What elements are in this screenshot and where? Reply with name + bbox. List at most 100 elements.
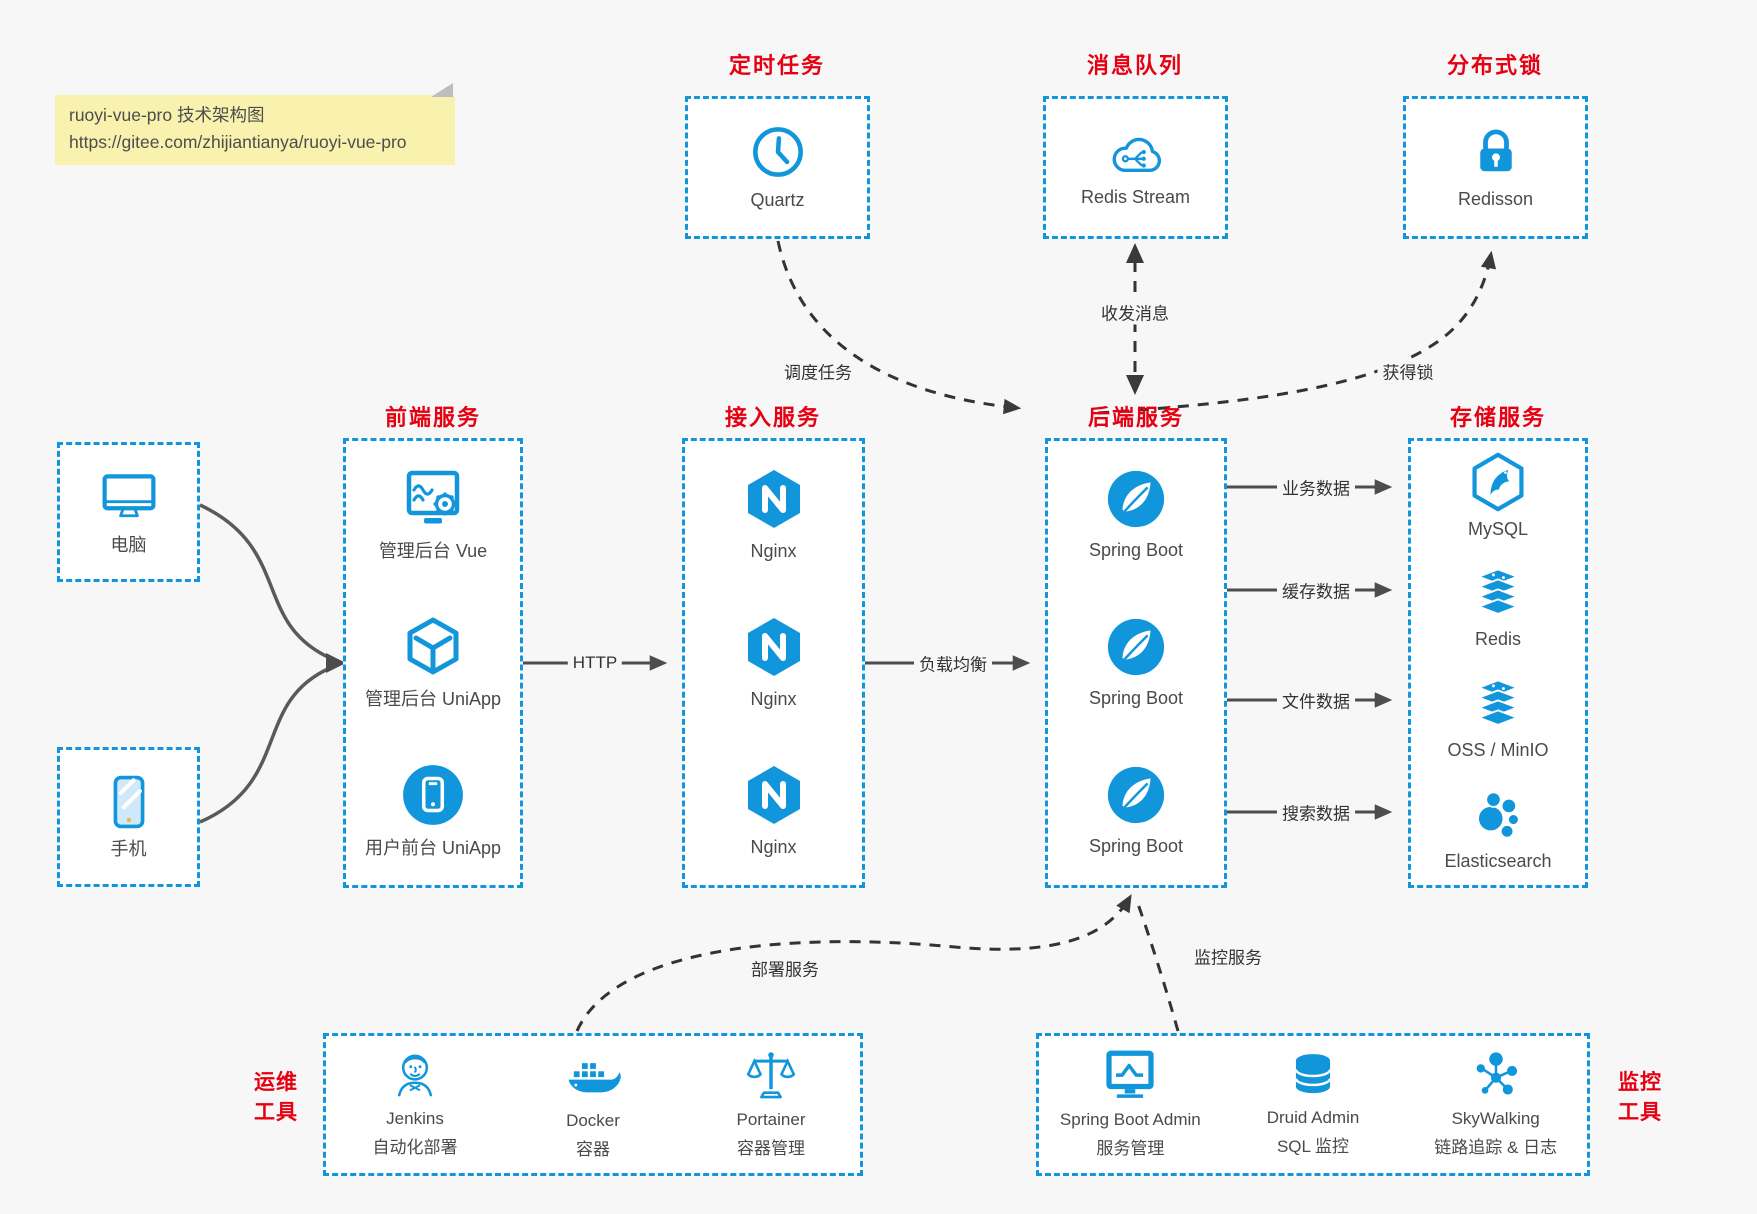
nginx-icon (747, 765, 800, 824)
phone-icon (113, 775, 144, 829)
edge-monitor (1135, 900, 1180, 1032)
edge-label-schedule: 调度任务 (779, 358, 857, 384)
item-name: Jenkins (386, 1108, 444, 1128)
cloud-mq-icon (1112, 137, 1161, 172)
edge-phone-frontend (199, 666, 331, 824)
edge-lock (1097, 250, 1497, 415)
lock-icon (1479, 129, 1512, 172)
item-label: MySQL (1467, 518, 1528, 539)
ops-item-jenkins: Jenkins 自动化部署 (326, 1049, 504, 1160)
note-url: https://gitee.com/zhijiantianya/ruoyi-vu… (69, 132, 407, 153)
storage-item-oss-minio: OSS / MinIO (1447, 663, 1549, 774)
box-ops-tools: Jenkins 自动化部署 Docker 容器 (323, 1033, 863, 1176)
item-label: Nginx (750, 540, 797, 561)
ops-tools-side-label: 运维 工具 (240, 1068, 312, 1129)
edge-deploy (575, 894, 1132, 1032)
arrowhead-message-down (1126, 375, 1144, 395)
computer-icon (102, 474, 155, 517)
item-name: Spring Boot Admin (1059, 1109, 1201, 1129)
item-desc: 服务管理 (1096, 1138, 1165, 1158)
item-name: Docker (566, 1110, 620, 1130)
monitoring-side-label: 监控 工具 (1604, 1068, 1676, 1129)
box-gateway-services: Nginx Nginx Nginx (682, 438, 865, 888)
edge-label-lock: 获得锁 (1377, 358, 1439, 384)
sticky-note: ruoyi-vue-pro 技术架构图 https://gitee.com/zh… (55, 83, 455, 166)
storage-item-elasticsearch: Elasticsearch (1444, 774, 1552, 885)
admin-dashboard-icon (406, 470, 460, 524)
monitoring-item-sba: Spring Boot Admin 服务管理 (1039, 1048, 1222, 1161)
item-label: 管理后台 UniApp (364, 688, 502, 709)
edge-label-deploy: 部署服务 (746, 955, 824, 981)
item-label: OSS / MinIO (1447, 739, 1549, 760)
box-quartz: Quartz (685, 96, 870, 239)
note-fold-corner (431, 83, 453, 97)
title-distributed-lock: 分布式锁 (1446, 53, 1544, 78)
box-computer: 电脑 (57, 442, 200, 582)
backend-item-springboot-1: Spring Boot (1089, 441, 1183, 589)
note-title: ruoyi-vue-pro 技术架构图 (69, 105, 265, 125)
uniapp-cube-icon (407, 617, 459, 675)
edge-label-cache-data: 缓存数据 (1277, 577, 1355, 603)
item-name: SkyWalking (1451, 1108, 1540, 1128)
ops-item-docker: Docker 容器 (504, 1047, 682, 1162)
item-name: Portainer (736, 1109, 806, 1129)
item-label: Spring Boot (1088, 687, 1184, 708)
redis-stream-label: Redis Stream (1080, 186, 1191, 207)
item-label: Spring Boot (1088, 539, 1184, 560)
redis-icon (1476, 568, 1520, 615)
spring-boot-icon (1107, 618, 1165, 675)
arrowhead-message-up (1126, 243, 1144, 263)
item-desc: 链路追踪 & 日志 (1434, 1137, 1558, 1157)
backend-item-springboot-3: Spring Boot (1089, 737, 1183, 885)
mysql-icon (1472, 452, 1524, 512)
monitoring-item-skywalking: SkyWalking 链路追踪 & 日志 (1404, 1049, 1587, 1160)
box-redis-stream: Redis Stream (1043, 96, 1228, 239)
title-scheduled-tasks: 定时任务 (728, 53, 826, 78)
edge-computer-frontend (199, 503, 331, 660)
storage-item-redis: Redis (1469, 552, 1527, 663)
item-label: Redis (1474, 628, 1522, 649)
nginx-icon (747, 469, 800, 528)
backend-item-springboot-2: Spring Boot (1089, 589, 1183, 737)
item-desc: 容器管理 (737, 1138, 805, 1158)
edge-label-business-data: 业务数据 (1277, 474, 1355, 500)
item-desc: 自动化部署 (372, 1137, 458, 1157)
oss-minio-icon (1476, 679, 1520, 726)
box-backend-services: Spring Boot Spring Boot Spring Boot (1045, 438, 1227, 888)
gear-icon (433, 492, 457, 516)
edge-label-search-data: 搜索数据 (1277, 799, 1355, 825)
ops-label-line1: 运维 (254, 1071, 298, 1094)
monitoring-label-line2: 工具 (1618, 1101, 1662, 1125)
frontend-item-admin-vue: 管理后台 Vue (379, 441, 487, 589)
storage-item-mysql: MySQL (1468, 441, 1528, 552)
monitoring-label-line1: 监控 (1618, 1071, 1662, 1094)
frontend-item-admin-uniapp: 管理后台 UniApp (365, 589, 501, 737)
arrowhead-frontend (326, 653, 346, 673)
title-frontend: 前端服务 (384, 405, 482, 430)
spring-boot-icon (1107, 766, 1165, 823)
item-desc: 容器 (576, 1139, 610, 1159)
box-storage-services: MySQL Redis OSS / MinIO (1408, 438, 1588, 888)
title-storage: 存储服务 (1449, 405, 1547, 430)
clock-icon (752, 126, 803, 177)
skywalking-network-icon (1476, 1052, 1517, 1095)
ops-item-portainer: Portainer 容器管理 (682, 1048, 860, 1161)
portainer-scales-icon (746, 1052, 796, 1099)
redisson-label: Redisson (1457, 188, 1534, 209)
docker-whale-icon (568, 1061, 621, 1093)
item-label: 用户前台 UniApp (364, 837, 502, 858)
item-label: Nginx (750, 836, 797, 857)
edge-label-file-data: 文件数据 (1277, 687, 1355, 713)
edge-label-http: HTTP (567, 653, 623, 673)
database-icon (1294, 1053, 1332, 1093)
elasticsearch-icon (1477, 791, 1520, 839)
item-label: 管理后台 Vue (378, 540, 488, 561)
item-label: Nginx (750, 688, 797, 709)
item-label: Elasticsearch (1444, 850, 1552, 871)
item-desc: SQL 监控 (1276, 1136, 1350, 1156)
edge-label-message: 收发消息 (1096, 299, 1174, 325)
edge-label-monitor: 监控服务 (1189, 943, 1267, 969)
box-monitoring-tools: Spring Boot Admin 服务管理 Druid Admin SQL 监… (1036, 1033, 1590, 1176)
title-backend: 后端服务 (1087, 405, 1185, 430)
